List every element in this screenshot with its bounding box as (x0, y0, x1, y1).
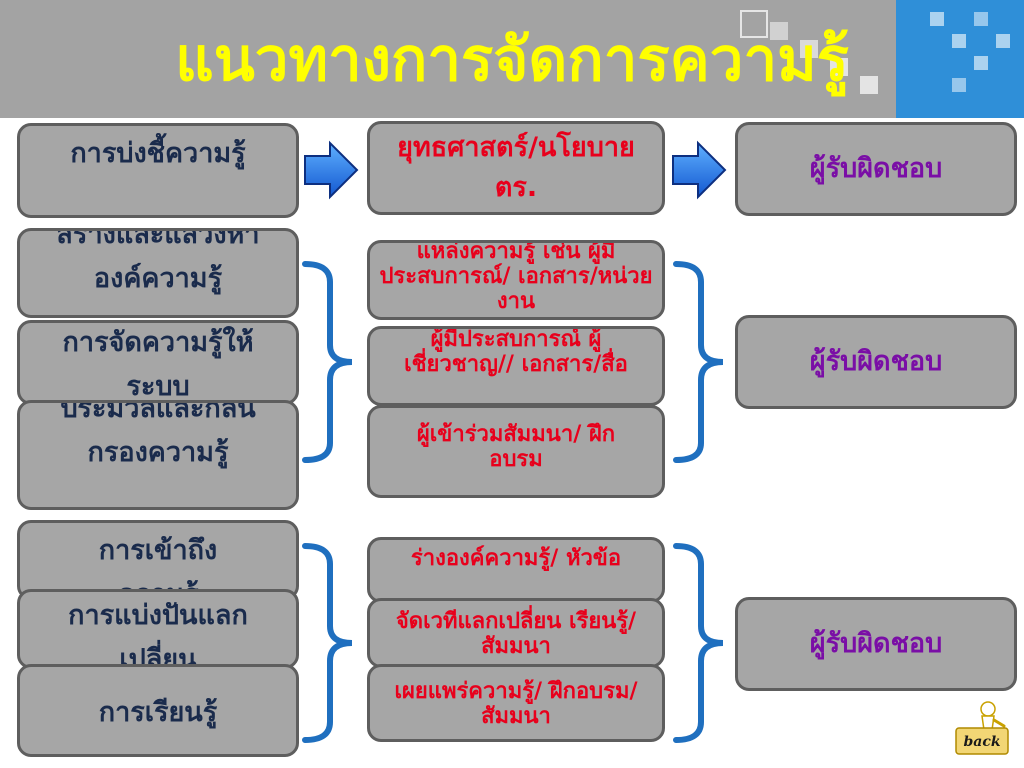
decor-square (996, 34, 1010, 48)
bracket-icon (673, 543, 724, 743)
middle-box-draft: ร่างองค์ความรู้/ หัวข้อ (367, 537, 665, 603)
header-accent (896, 0, 1024, 118)
middle-box-label: แหล่งความรู้ เช่น ผู้มีประสบการณ์/ เอกสา… (379, 240, 653, 314)
left-box-label: สร้างและแสวงหา องค์ความรู้ (56, 228, 260, 294)
left-box-label: การเรียนรู้ (98, 697, 218, 728)
bracket-icon (302, 543, 353, 743)
left-box-label: การแบ่งปันแลกเปลี่ยน (68, 600, 248, 669)
right-box-responsible-1: ผู้รับผิดชอบ (735, 122, 1017, 216)
page-title: แนวทางการจัดการความรู้ (175, 25, 849, 95)
right-box-responsible-2: ผู้รับผิดชอบ (735, 315, 1017, 409)
decor-square (952, 78, 966, 92)
left-box-access: การเข้าถึงความรู้ (17, 520, 299, 600)
left-box-label: การบ่งชี้ความรู้ (70, 138, 246, 169)
decor-square (974, 12, 988, 26)
back-label: back (963, 734, 1000, 750)
decor-square (770, 22, 788, 40)
left-box-label: การจัดความรู้ให้ระบบ (62, 327, 254, 402)
left-box-create: สร้างและแสวงหา องค์ความรู้ (17, 228, 299, 318)
middle-box-disseminate: เผยแพร่ความรู้/ ฝึกอบรม/สัมมนา (367, 664, 665, 742)
middle-box-label: ผู้เข้าร่วมสัมมนา/ ฝึกอบรม (416, 422, 616, 472)
middle-box-experts: ผู้มีประสบการณ์ ผู้เชี่ยวชาญ// เอกสาร/สื… (367, 326, 665, 406)
decor-square (740, 10, 768, 38)
left-box-learning: การเรียนรู้ (17, 664, 299, 757)
back-figure-icon: back (955, 701, 1009, 755)
right-arrow-icon (304, 140, 359, 200)
middle-box-label: ยุทธศาสตร์/นโยบาย ตร. (397, 132, 635, 203)
decor-square (952, 34, 966, 48)
left-box-share: การแบ่งปันแลกเปลี่ยน (17, 589, 299, 669)
right-arrow-icon (672, 140, 727, 200)
left-box-identify: การบ่งชี้ความรู้ (17, 123, 299, 218)
decor-square (860, 76, 878, 94)
left-box-organize: การจัดความรู้ให้ระบบ (17, 320, 299, 405)
bracket-icon (302, 261, 353, 463)
right-box-responsible-3: ผู้รับผิดชอบ (735, 597, 1017, 691)
right-box-label: ผู้รับผิดชอบ (809, 346, 943, 377)
right-box-label: ผู้รับผิดชอบ (809, 153, 943, 184)
decor-square (830, 58, 848, 76)
middle-box-knowledge-source: แหล่งความรู้ เช่น ผู้มีประสบการณ์/ เอกสา… (367, 240, 665, 320)
middle-box-participants: ผู้เข้าร่วมสัมมนา/ ฝึกอบรม (367, 405, 665, 498)
decor-square (930, 12, 944, 26)
middle-box-label: ผู้มีประสบการณ์ ผู้เชี่ยวชาญ// เอกสาร/สื… (404, 327, 628, 377)
bracket-icon (673, 261, 724, 463)
left-box-label: ประมวลและกลั่นกรองความรู้ (60, 400, 256, 468)
left-box-process: ประมวลและกลั่นกรองความรู้ (17, 400, 299, 510)
decor-square (974, 56, 988, 70)
decor-square (800, 40, 818, 58)
middle-box-label: เผยแพร่ความรู้/ ฝึกอบรม/สัมมนา (394, 679, 638, 729)
middle-box-label: จัดเวทีแลกเปลี่ยน เรียนรู้/สัมมนา (395, 609, 637, 659)
middle-box-strategy: ยุทธศาสตร์/นโยบาย ตร. (367, 121, 665, 215)
middle-box-label: ร่างองค์ความรู้/ หัวข้อ (410, 546, 622, 571)
header-banner: แนวทางการจัดการความรู้ (0, 0, 1024, 118)
back-button[interactable]: back (952, 700, 1012, 760)
right-box-label: ผู้รับผิดชอบ (809, 628, 943, 659)
